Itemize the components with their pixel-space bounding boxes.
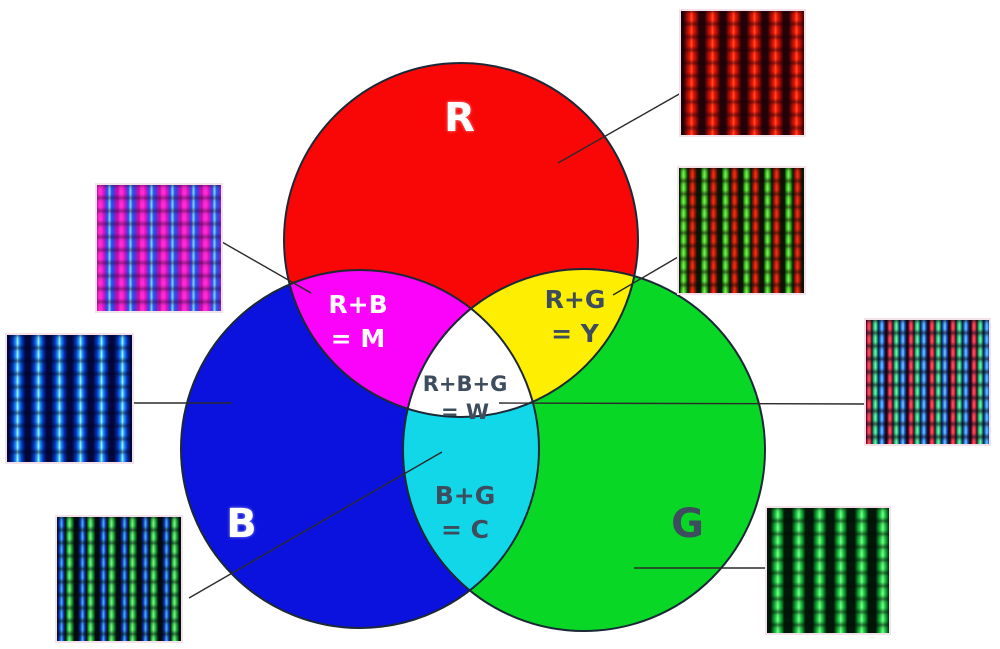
blue-subpixels-photo — [5, 333, 134, 464]
connector-cyan-photo — [188, 451, 443, 599]
circle-red-outline — [283, 62, 639, 418]
overlap-label-yellow: R+G = Y — [545, 283, 606, 351]
circle-green-outline — [402, 268, 766, 632]
overlap-label-cyan-line1: B+G — [434, 481, 496, 510]
connector-redgreen-photo — [612, 256, 679, 296]
magenta-subpixels-photo — [95, 183, 223, 313]
overlap-label-magenta-line2: = M — [330, 324, 386, 353]
overlap-white-region — [403, 270, 539, 417]
overlap-label-cyan: B+G = C — [435, 479, 496, 547]
connector-rgbwhite-photo — [498, 402, 866, 405]
overlap-label-yellow-line2: = Y — [551, 319, 599, 348]
overlap-label-yellow-line1: R+G — [544, 285, 606, 314]
overlap-label-magenta: R+B = M — [328, 288, 387, 356]
red-green-subpixels-photo — [677, 166, 806, 295]
overlap-label-white-line1: R+B+G — [422, 372, 508, 396]
circle-blue-outline — [180, 269, 540, 629]
connector-red-photo — [557, 92, 682, 164]
circle-label-green: G — [671, 501, 705, 547]
overlap-label-white: R+B+G = W — [423, 370, 508, 426]
rgb-white-subpixels-photo — [864, 318, 991, 446]
circle-label-blue: B — [226, 501, 258, 547]
connector-magenta-photo — [221, 241, 312, 294]
circle-label-red: R — [444, 95, 476, 141]
overlap-label-white-line2: = W — [440, 400, 490, 424]
overlap-label-cyan-line2: = C — [441, 515, 489, 544]
overlap-label-magenta-line1: R+B — [328, 290, 388, 319]
cyan-subpixels-photo — [55, 515, 183, 643]
green-subpixels-photo — [765, 506, 891, 635]
red-subpixels-photo — [679, 9, 806, 137]
